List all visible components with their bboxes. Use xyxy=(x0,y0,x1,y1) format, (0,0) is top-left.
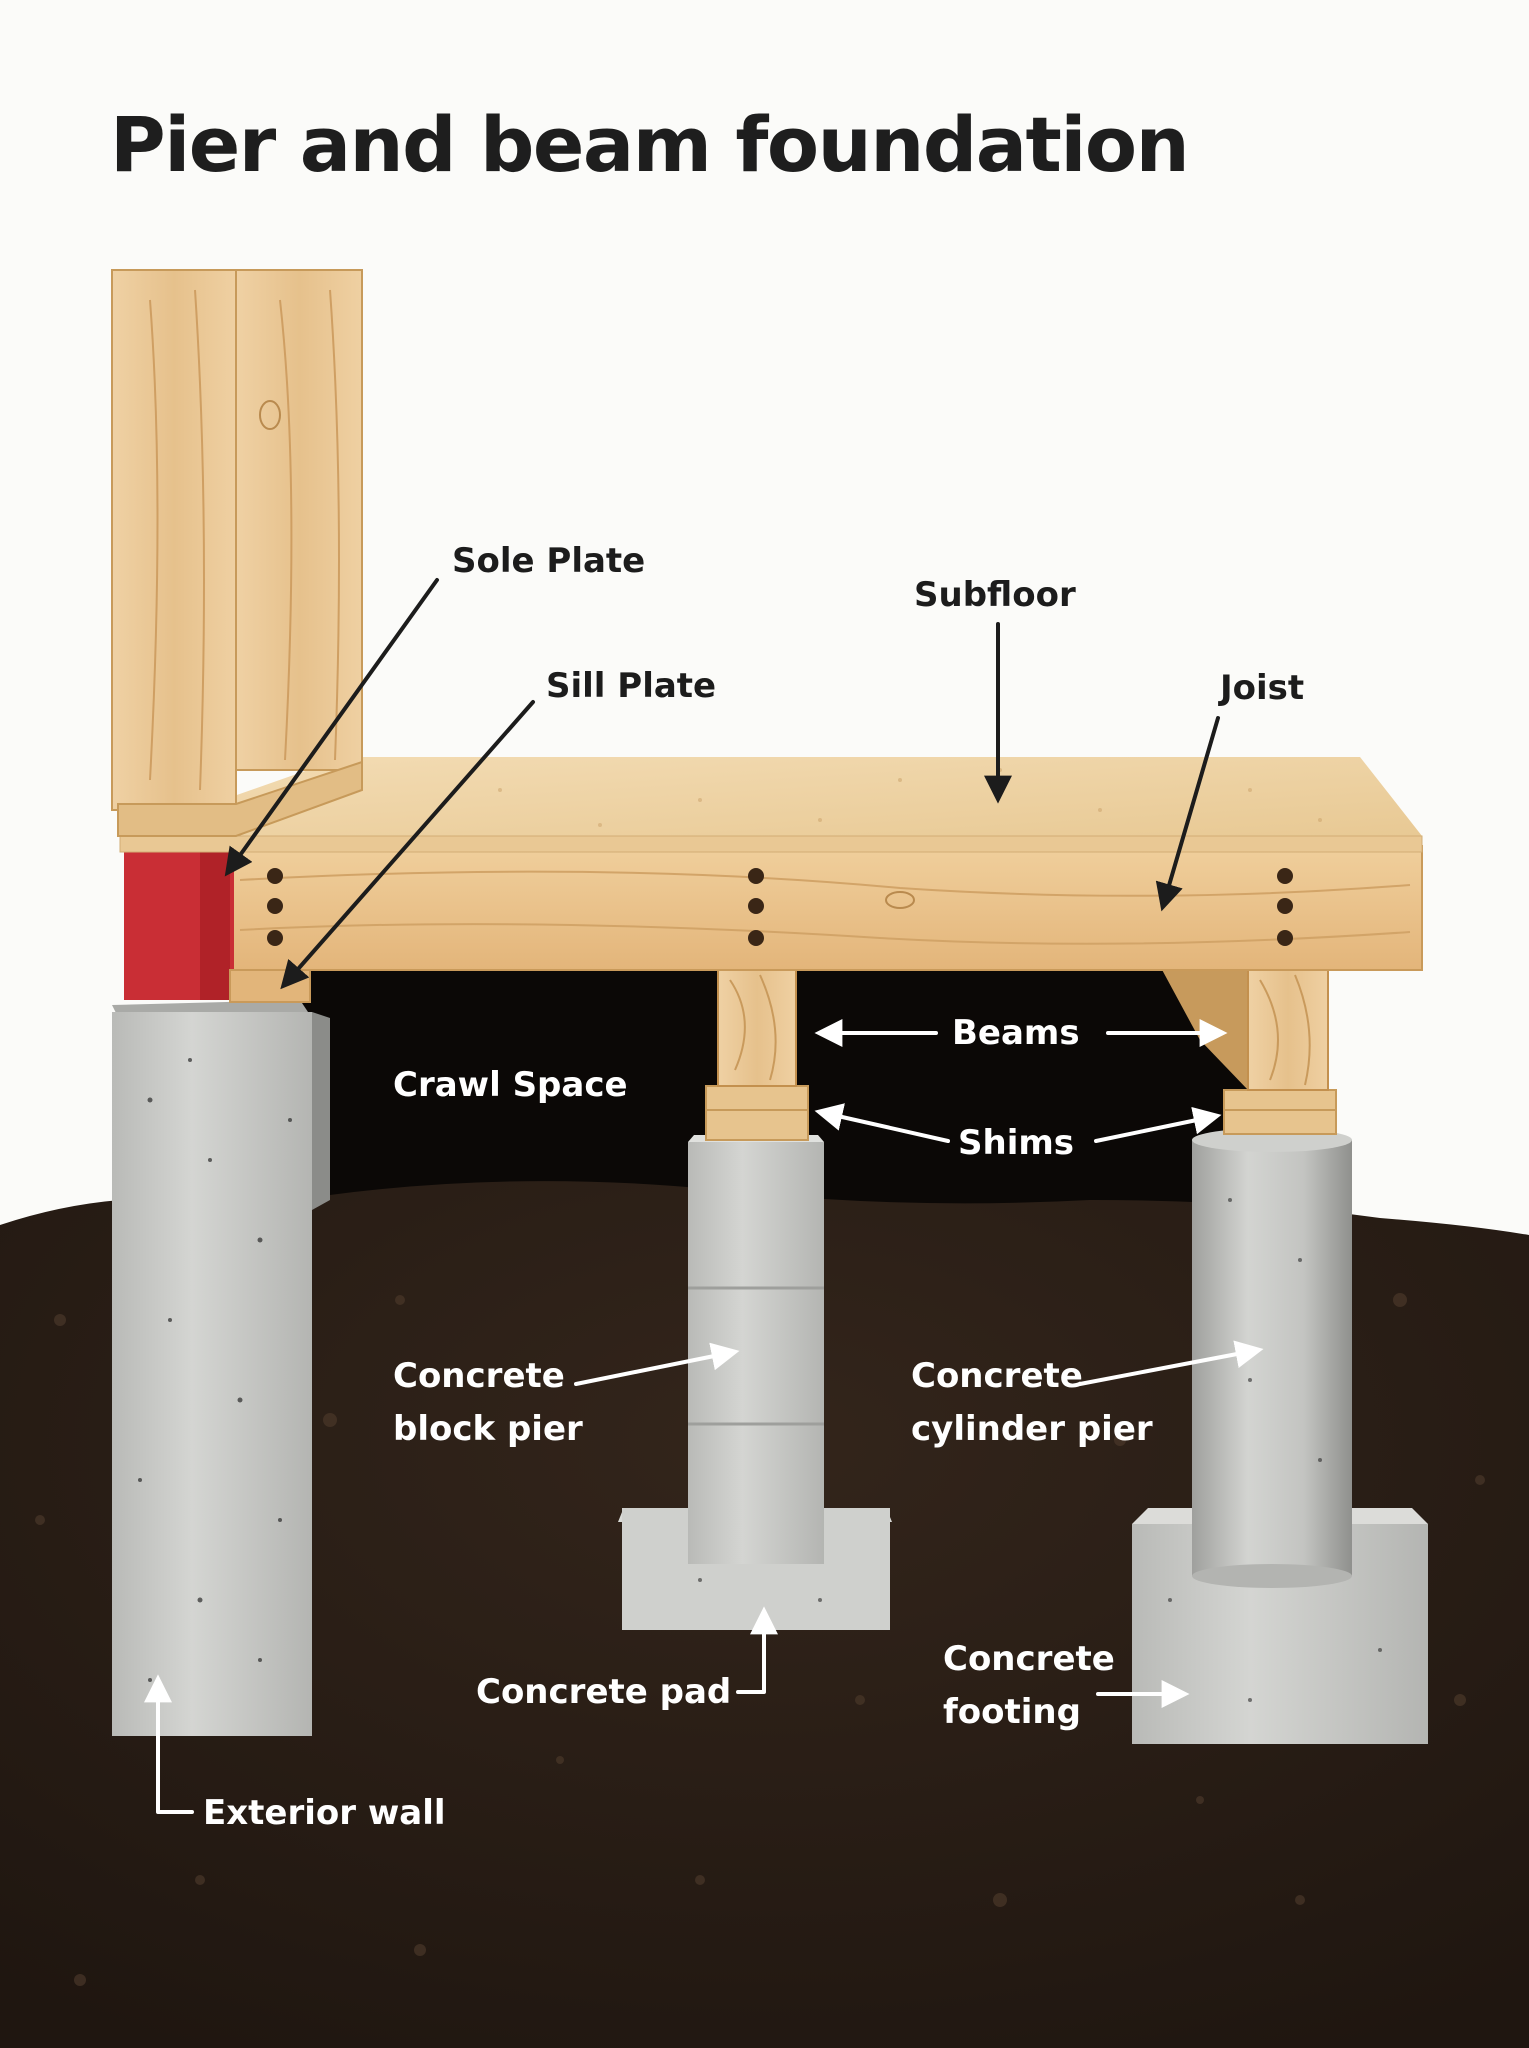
shims-arrow-right xyxy=(1094,1106,1222,1143)
joist-arrow xyxy=(1155,716,1220,912)
concrete-pad-arrow xyxy=(736,1606,778,1694)
label-concrete-footing-line-2: footing xyxy=(943,1692,1081,1732)
joist xyxy=(229,845,1423,971)
label-crawl-space: Crawl Space xyxy=(393,1065,628,1105)
label-concrete-pad: Concrete pad xyxy=(476,1672,732,1712)
label-concrete-footing: Concrete footing xyxy=(943,1633,1115,1739)
sole-plate-arrow xyxy=(224,578,439,877)
label-block-pier-line-2: block pier xyxy=(393,1409,583,1449)
sill-plate-arrow xyxy=(280,700,535,990)
label-block-pier-line-1: Concrete xyxy=(393,1356,565,1396)
wall-stud-right xyxy=(235,269,363,771)
wall-stud-left xyxy=(111,269,237,811)
shims-arrow-left xyxy=(814,1103,950,1143)
shim-left xyxy=(705,1085,809,1141)
label-block-pier: Concrete block pier xyxy=(393,1350,583,1456)
label-cylinder-pier-line-1: Concrete xyxy=(911,1356,1083,1396)
page-title: Pier and beam foundation xyxy=(110,100,1190,189)
shim-right xyxy=(1223,1089,1337,1135)
sole-plate xyxy=(117,760,363,837)
joist-bolts xyxy=(267,868,1293,946)
label-cylinder-pier: Concrete cylinder pier xyxy=(911,1350,1153,1456)
label-beams: Beams xyxy=(952,1013,1080,1053)
exterior-wall-arrow xyxy=(144,1674,194,1814)
label-concrete-footing-line-1: Concrete xyxy=(943,1639,1115,1679)
label-shims: Shims xyxy=(958,1123,1075,1163)
subfloor-top xyxy=(120,757,1422,836)
concrete-block-pier xyxy=(688,1142,824,1564)
label-sole-plate: Sole Plate xyxy=(452,541,646,581)
beam-right xyxy=(1247,965,1329,1091)
label-joist: Joist xyxy=(1220,668,1305,708)
exterior-wall xyxy=(112,1012,312,1736)
cylinder-pier-arrow xyxy=(1078,1340,1264,1386)
label-cylinder-pier-line-2: cylinder pier xyxy=(911,1409,1153,1449)
subfloor-edge xyxy=(119,835,1423,853)
block-pier-arrow xyxy=(574,1342,740,1386)
label-subfloor: Subfloor xyxy=(914,575,1076,615)
beam-left xyxy=(717,965,797,1087)
label-sill-plate: Sill Plate xyxy=(546,666,717,706)
label-exterior-wall: Exterior wall xyxy=(203,1793,446,1833)
